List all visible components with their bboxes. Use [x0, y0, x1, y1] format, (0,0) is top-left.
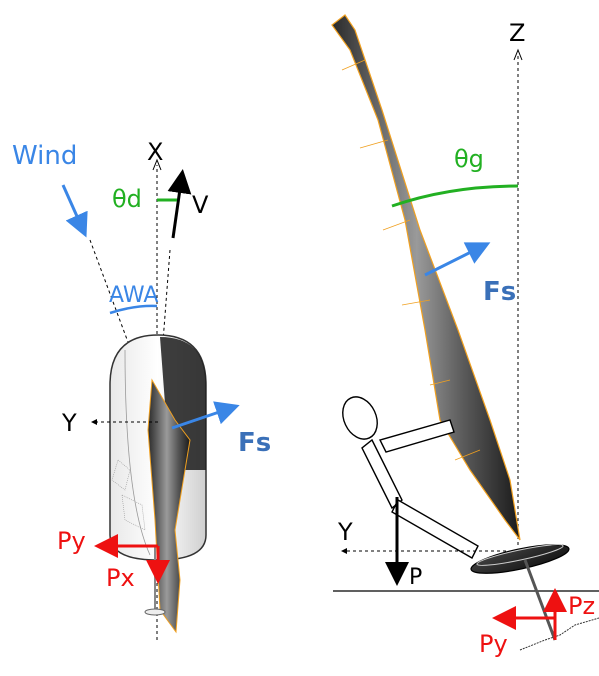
wind-dashed-line [89, 239, 158, 421]
seabed [519, 617, 599, 651]
label-x-axis: X [147, 138, 163, 166]
label-theta-d: θd [112, 185, 142, 213]
wind-arrow [61, 184, 88, 238]
foil-wing [144, 608, 166, 616]
sail-side-view [331, 14, 521, 541]
label-p: P [409, 565, 422, 590]
rider [342, 396, 479, 559]
fs-arrow-right [424, 242, 491, 277]
foil-mast-right [523, 559, 557, 641]
label-y-axis-right: Y [337, 518, 353, 546]
right-side-view: Z θg Fs Y P Pz Py [331, 14, 599, 658]
z-axis-arrowhead [513, 48, 523, 61]
label-z-axis: Z [509, 19, 525, 47]
awa-arc [109, 304, 158, 315]
rider-torso [361, 438, 403, 510]
label-theta-g: θg [454, 145, 484, 173]
left-top-view: Wind X θd V AWA Y Fs Py Px [12, 138, 271, 640]
label-py-left: Py [57, 527, 86, 555]
label-y-axis-left: Y [61, 409, 77, 437]
label-pz: Pz [568, 592, 595, 620]
label-py-right: Py [479, 630, 508, 658]
label-fs-right: Fs [483, 277, 516, 307]
x-axis-arrowhead [152, 158, 162, 171]
label-velocity: V [192, 191, 209, 219]
rider-arm [378, 419, 455, 453]
theta-g-arc [391, 184, 519, 208]
rider-leg [391, 499, 479, 559]
label-fs-left: Fs [238, 428, 271, 458]
rider-head [342, 396, 378, 440]
fs-arrow-left [171, 401, 240, 430]
label-awa: AWA [109, 283, 158, 308]
board-side [470, 544, 570, 574]
velocity-arrow [167, 169, 192, 239]
label-px: Px [106, 564, 135, 592]
label-wind: Wind [12, 141, 77, 171]
